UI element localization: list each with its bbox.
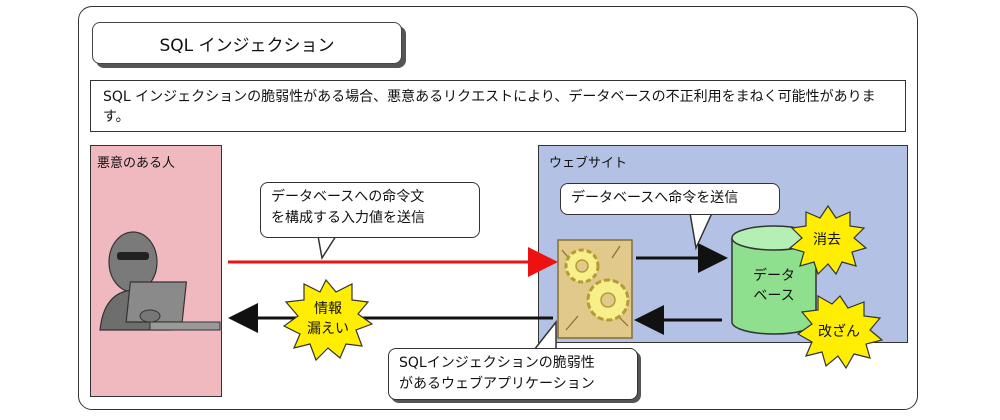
attacker-label: 悪意のある人 (97, 156, 176, 171)
leak-burst-label: 情報 漏えい (300, 299, 356, 339)
database-label: データ ベース (742, 266, 806, 306)
vuln-bubble-tail (532, 319, 557, 351)
vuln-bubble-line2: があるウェブアプリケーション (399, 376, 595, 392)
send-bubble-tail (317, 235, 338, 261)
database-line1: データ (753, 268, 795, 284)
database-line2: ベース (753, 288, 795, 304)
web-application-icon (557, 239, 633, 339)
db-command-bubble: データベースへ命令を送信 (560, 183, 780, 215)
db-bubble-tail (689, 212, 714, 251)
vulnerable-app-bubble: SQLインジェクションの脆弱性 があるウェブアプリケーション (388, 348, 638, 400)
vuln-bubble-line1: SQLインジェクションの脆弱性 (399, 355, 595, 371)
send-input-bubble: データベースへの命令文 を構成する入力値を送信 (260, 182, 480, 238)
delete-burst-icon (788, 204, 868, 276)
send-bubble-line2: を構成する入力値を送信 (271, 210, 425, 226)
diagram-title: SQL インジェクション (92, 22, 402, 64)
title-text: SQL インジェクション (159, 35, 335, 56)
hacker-icon (99, 231, 221, 331)
leak-burst-icon (282, 278, 374, 362)
delete-text: 消去 (813, 232, 841, 248)
tamper-burst-label: 改ざん (808, 322, 870, 342)
delete-burst-label: 消去 (802, 230, 852, 250)
description-box: SQL インジェクションの脆弱性がある場合、悪意あるリクエストにより、データベー… (90, 80, 906, 132)
leak-line2: 漏えい (307, 321, 349, 337)
db-command-text: データベースへ命令を送信 (571, 190, 739, 206)
leak-line1: 情報 (314, 301, 342, 317)
tamper-text: 改ざん (818, 324, 860, 340)
database-icon (731, 225, 817, 335)
website-label: ウェブサイト (549, 156, 628, 171)
send-bubble-line1: データベースへの命令文 (271, 189, 425, 205)
tamper-burst-icon (796, 294, 884, 370)
description-text: SQL インジェクションの脆弱性がある場合、悪意あるリクエストにより、データベー… (103, 89, 876, 125)
